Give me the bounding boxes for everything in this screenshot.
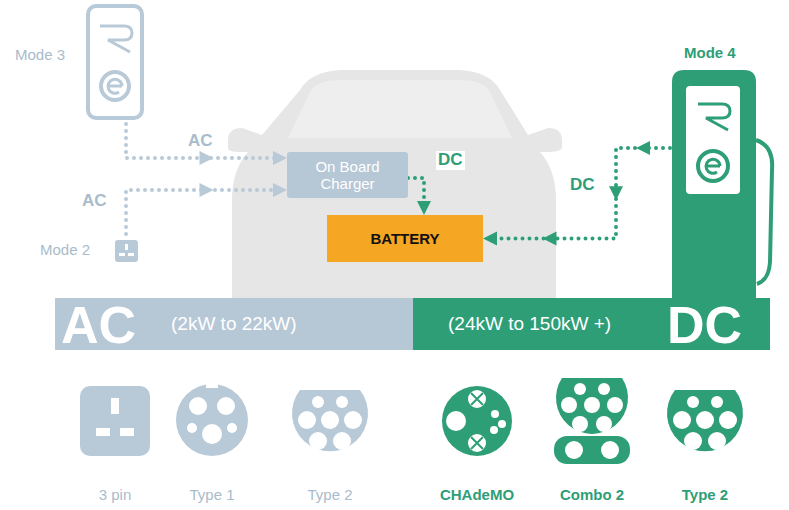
arrow-head: [273, 183, 287, 197]
process-box: On Board Charger: [287, 152, 408, 198]
arrow-head: [417, 201, 431, 215]
socket-mode2: Mode 2: [36, 234, 142, 266]
box-label: BATTERY: [370, 230, 439, 247]
edge-label: DC: [568, 176, 597, 195]
combo2-connector: [554, 378, 630, 464]
mode-label: Mode 3: [15, 46, 65, 63]
charger-mode3: Mode 3: [10, 4, 152, 124]
arrow-head: [483, 232, 497, 246]
connector-name: Type 2: [307, 486, 352, 504]
car-silhouette: [228, 70, 562, 298]
type1-connector: [176, 382, 248, 456]
arrow-head: [200, 151, 214, 165]
arrow-head: [200, 183, 214, 197]
dotted-connector: [126, 124, 287, 165]
power-range: (24kW to 150kW +): [448, 313, 611, 335]
arrow-head: [609, 186, 623, 200]
dotted-connector: [483, 141, 670, 246]
edge-label: AC: [80, 192, 109, 211]
connector-name: Type 1: [189, 486, 234, 504]
mode4-charger: [672, 70, 772, 298]
dotted-connector: [408, 178, 431, 215]
connector-line: [126, 190, 277, 234]
arrow-head: [636, 141, 650, 155]
connector-line: [493, 148, 670, 239]
edge-label: DC: [436, 151, 465, 170]
mode-label: Mode 2: [40, 241, 90, 258]
band-heading: AC: [61, 299, 136, 351]
type2-connector-dc: [667, 390, 743, 451]
connector-name: Type 2: [682, 486, 728, 504]
charger-mode4: Mode 4: [664, 42, 764, 292]
mode2-socket: [115, 240, 138, 262]
battery-box: BATTERY: [327, 215, 483, 262]
band-heading: DC: [667, 299, 742, 351]
chademo-connector: [442, 386, 512, 456]
edge-label: AC: [186, 132, 215, 151]
car-windshield: [288, 80, 512, 138]
connector-name: Combo 2: [560, 486, 624, 504]
box-label: On Board Charger: [295, 158, 400, 193]
connector-name: CHAdeMO: [440, 486, 514, 504]
mode-label: Mode 4: [684, 44, 736, 61]
connector-name: 3 pin: [99, 486, 132, 504]
arrow-head: [273, 151, 287, 165]
power-range: (2kW to 22kW): [171, 313, 297, 335]
mode3-charger: [88, 6, 142, 118]
type2-connector-ac: [292, 390, 368, 451]
ac-band: AC (2kW to 22kW): [55, 298, 413, 350]
connector-line: [408, 178, 424, 205]
three-pin-plug: [80, 386, 150, 456]
dotted-connector: [126, 183, 287, 234]
dc-band: (24kW to 150kW +) DC: [413, 298, 770, 350]
arrow-head: [543, 232, 557, 246]
